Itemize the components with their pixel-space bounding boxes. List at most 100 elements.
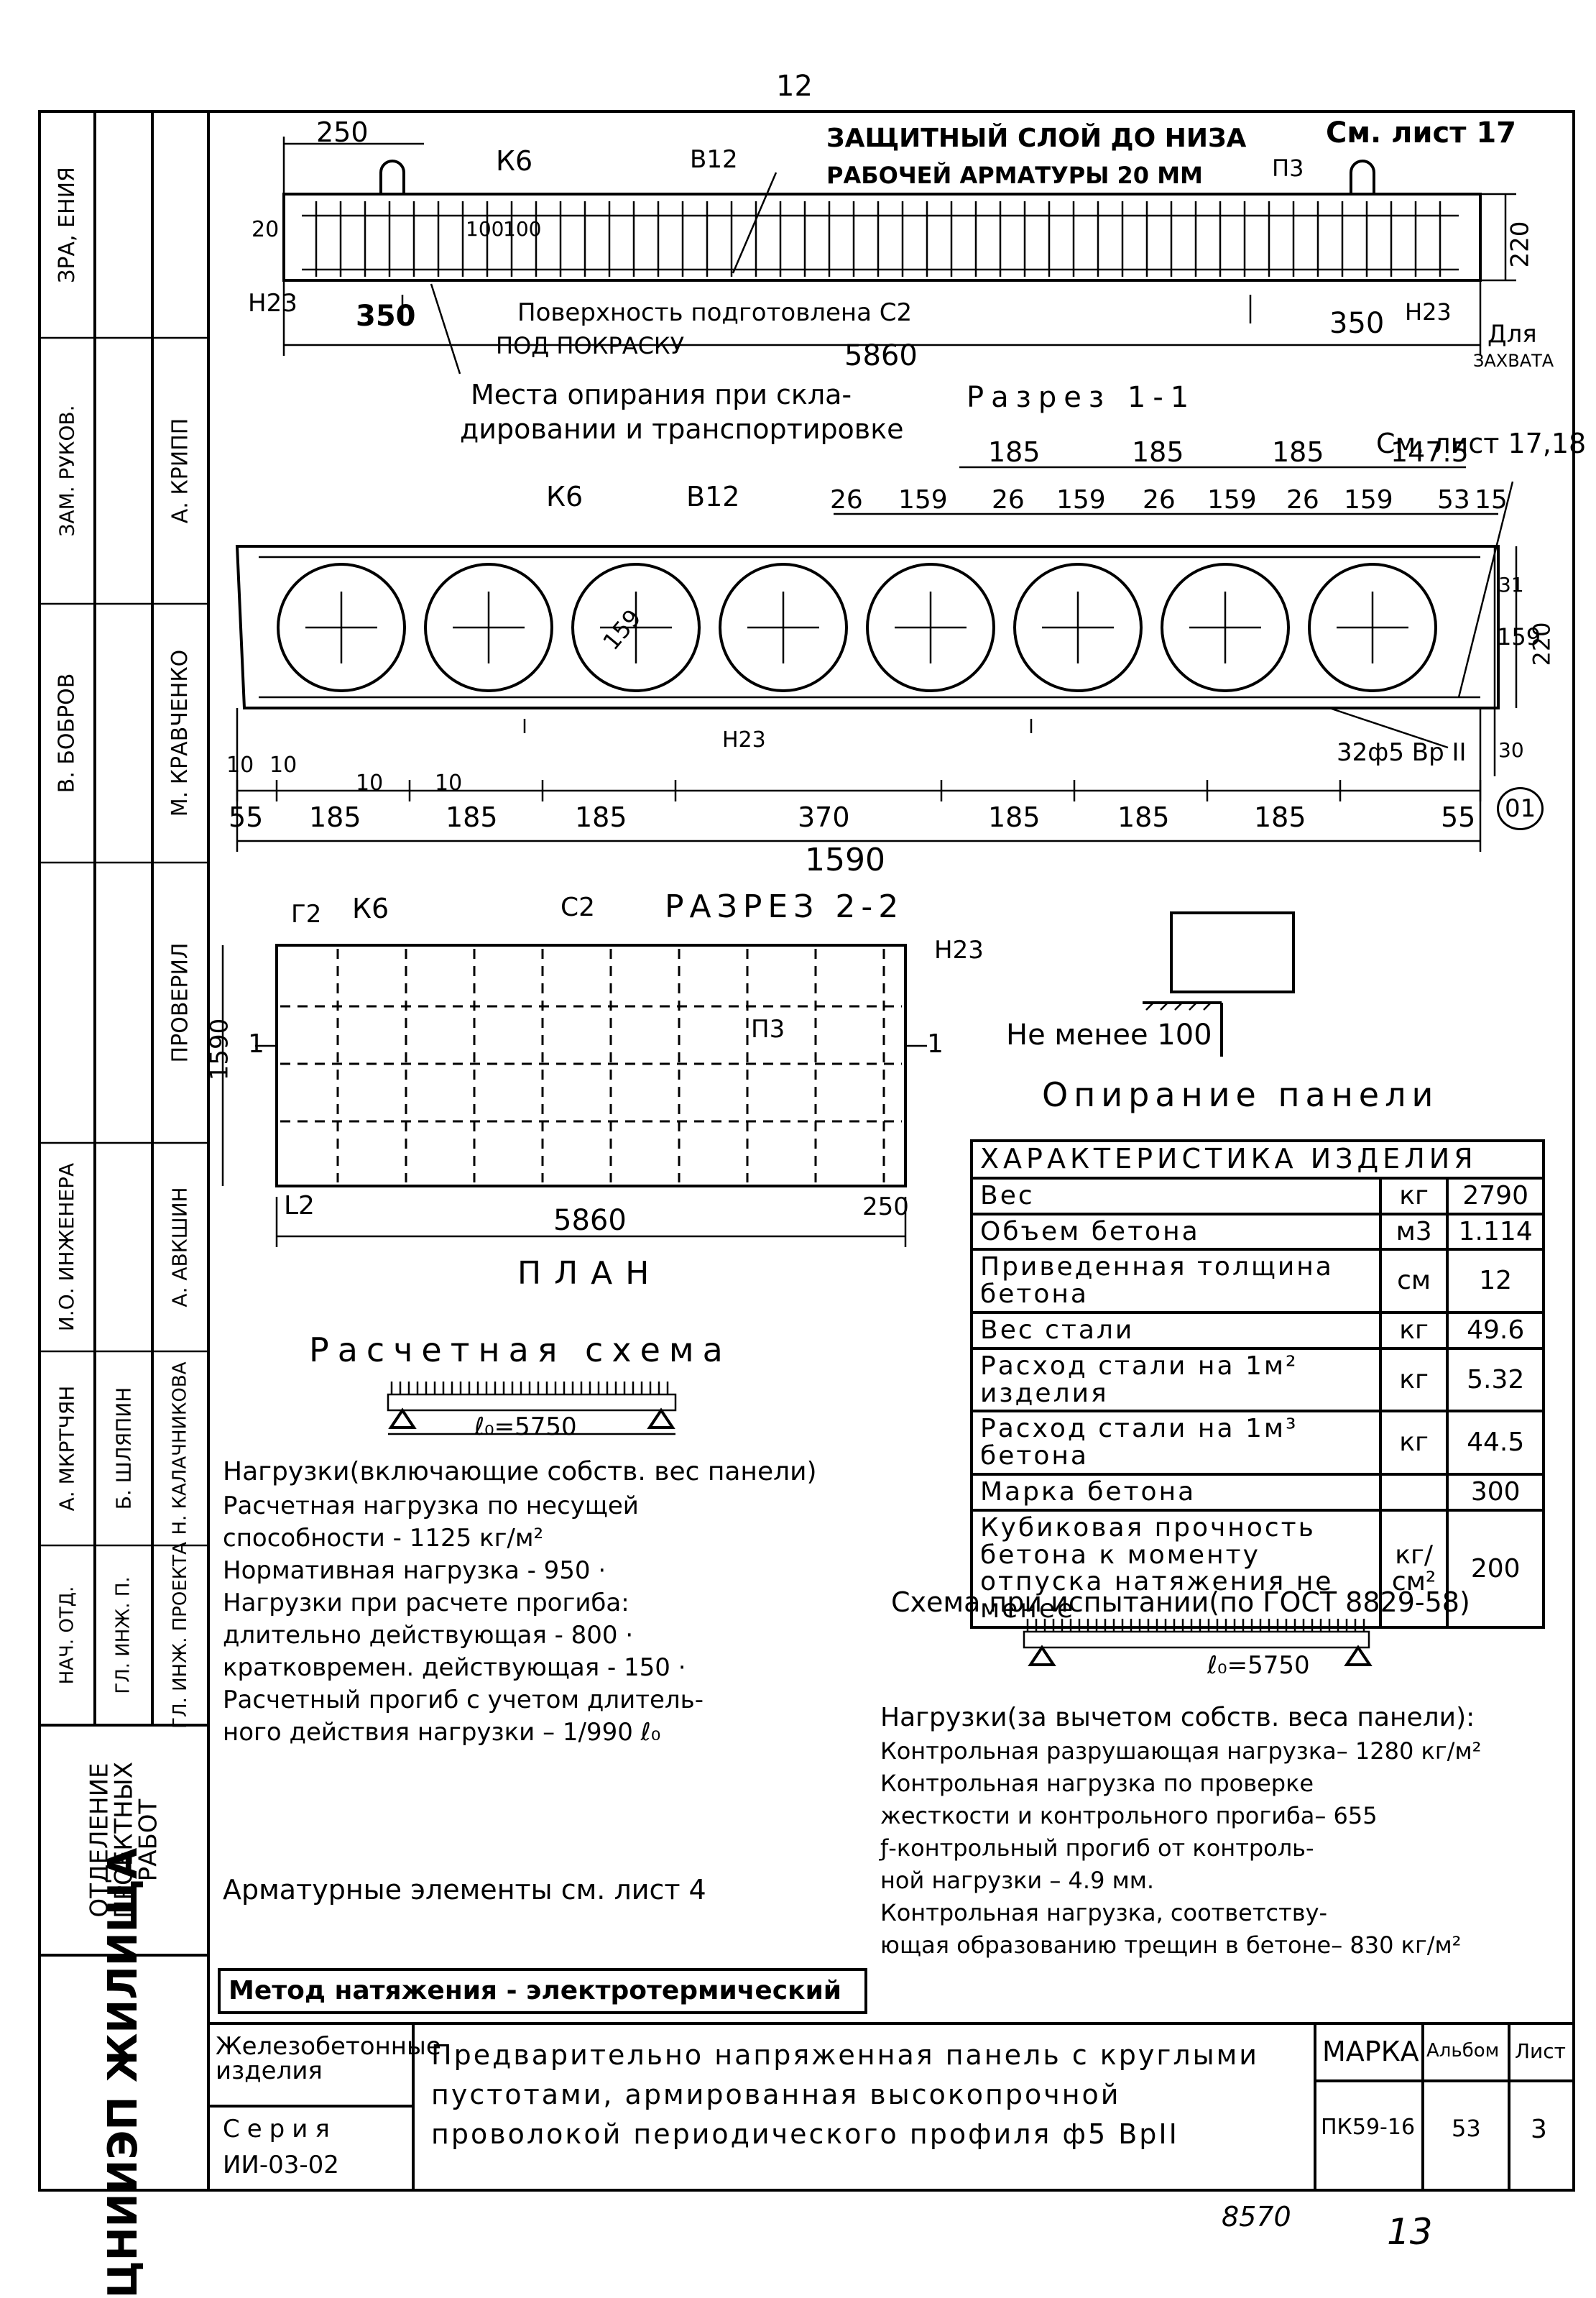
characteristic-name: Кубиковая прочность бетона к моменту отп…: [970, 1508, 1382, 1630]
page-number-top: 12: [776, 70, 813, 103]
bottom-dim: 370: [798, 801, 850, 833]
characteristic-unit: кг: [1378, 1410, 1449, 1476]
dim-220-top: 220: [1505, 221, 1534, 268]
calc-line: ного действия нагрузки – 1/990 ℓ₀: [223, 1718, 661, 1747]
characteristic-name: Приведенная толщина бетона: [970, 1248, 1382, 1315]
characteristic-name: Объем бетона: [970, 1212, 1382, 1251]
mark-01: 01: [1497, 787, 1544, 830]
supports-note: Места опирания при скла-: [471, 379, 852, 410]
left-dim: 10: [356, 771, 384, 796]
dim-20: 20: [252, 217, 280, 242]
dim-250: 250: [316, 116, 369, 148]
plan-250: 250: [862, 1192, 909, 1221]
surface-note-2: ПОД ПОКРАСКУ: [496, 332, 685, 359]
test-line: ƒ-контрольный прогиб от контроль-: [880, 1834, 1314, 1862]
tb-sheet-header: Лист: [1515, 2039, 1566, 2063]
archive-number: 8570: [1222, 2201, 1291, 2233]
tb-description-line: проволокой периодического профиля ф5 ВрI…: [431, 2118, 1179, 2150]
characteristic-name: Вес стали: [970, 1311, 1382, 1350]
characteristic-name: Вес: [970, 1176, 1382, 1215]
dim-350-right: 350: [1329, 307, 1385, 340]
characteristic-name: Расход стали на 1м³ бетона: [970, 1410, 1382, 1476]
grip-note: Для: [1487, 320, 1537, 349]
side-role: ПРОВЕРИЛ: [167, 942, 193, 1063]
calc-scheme-title: Расчетная схема: [309, 1330, 732, 1369]
test-line: Контрольная разрушающая нагрузка– 1280 к…: [880, 1737, 1482, 1765]
tb-series-label: Серия: [223, 2115, 337, 2143]
bottom-dim: 185: [1254, 801, 1306, 833]
bottom-dim: 185: [1117, 801, 1170, 833]
left-dim: 10: [226, 753, 254, 778]
side-name: А. МКРТЧЯН: [55, 1385, 79, 1512]
plan-l2: L2: [284, 1191, 315, 1221]
plan-p3: П3: [751, 1015, 785, 1044]
side-role: И.О. ИНЖЕНЕРА: [55, 1162, 79, 1332]
bars-note: 32ф5 Вр II: [1337, 738, 1467, 767]
right-dim: 159: [1497, 623, 1541, 651]
top-dim-2: 159: [1344, 485, 1393, 515]
see-sheet-17: См. лист 17: [1326, 116, 1516, 150]
top-dim-2: 26: [1143, 485, 1176, 515]
length-5860-top: 5860: [844, 339, 918, 372]
calc-line: способности - 1125 кг/м²: [223, 1524, 544, 1553]
top-dim: 185: [988, 436, 1041, 468]
label-p3: П3: [1272, 155, 1304, 182]
dim-100a: 100: [466, 217, 504, 241]
right-dim: 31: [1498, 573, 1524, 597]
characteristic-row: Кубиковая прочность бетона к моменту отп…: [970, 1508, 1545, 1630]
dim-350-left: 350: [356, 300, 416, 333]
supports-note-2: дировании и транспортировке: [460, 413, 904, 445]
section-1-1-title: Разрез 1-1: [967, 381, 1196, 414]
grip-note-2: ЗАХВАТА: [1473, 351, 1554, 371]
bottom-dim: 185: [309, 801, 361, 833]
tb-description-line: пустотами, армированная высокопрочной: [431, 2079, 1121, 2110]
side-role: ЗАМ. РУКОВ.: [55, 405, 79, 537]
characteristic-value: 200: [1446, 1508, 1545, 1630]
bottom-dim: 185: [575, 801, 627, 833]
test-line: Контрольная нагрузка по проверке: [880, 1770, 1314, 1797]
side-name: В. БОБРОВ: [54, 673, 80, 794]
tensioning-method: Метод натяжения - электротермический: [229, 1976, 842, 2005]
test-line: ной нагрузки – 4.9 мм.: [880, 1867, 1155, 1894]
side-name: Н. КАЛАЧНИКОВА: [170, 1361, 192, 1535]
reinforcement-note: Арматурные элементы см. лист 4: [223, 1874, 706, 1906]
top-dim-2: 26: [992, 485, 1025, 515]
total-1590: 1590: [805, 842, 885, 878]
label-h23-left: Н23: [248, 289, 297, 318]
plan-label: ПЛАН: [517, 1255, 663, 1292]
cover-note: ЗАЩИТНЫЙ СЛОЙ ДО НИЗА: [826, 124, 1247, 153]
label-b12: В12: [690, 145, 738, 174]
characteristic-value: 12: [1446, 1248, 1545, 1315]
top-dim: 185: [1272, 436, 1324, 468]
characteristic-value: 49.6: [1446, 1311, 1545, 1350]
calc-line: Нормативная нагрузка - 950 ·: [223, 1556, 606, 1585]
plan-g2: Г2: [291, 900, 322, 929]
sec11-h23: Н23: [722, 727, 766, 753]
calc-line: Нагрузки при расчете прогиба:: [223, 1589, 629, 1617]
side-role: НАЧ. ОТД.: [56, 1586, 78, 1685]
top-dim-2: 159: [1056, 485, 1106, 515]
side-name: М. КРАВЧЕНКО: [167, 649, 193, 817]
calc-span: ℓ₀=5750: [474, 1412, 577, 1441]
characteristic-unit: см: [1378, 1248, 1449, 1315]
characteristic-value: 300: [1446, 1473, 1545, 1512]
label-h23-right: Н23: [1405, 298, 1452, 326]
side-role: ЗРА, ЕНИЯ: [54, 166, 80, 283]
characteristic-unit: м3: [1378, 1212, 1449, 1251]
bottom-dim: 185: [446, 801, 498, 833]
plan-k6: К6: [352, 893, 389, 924]
plan-c2: С2: [561, 893, 596, 922]
void-circle: [1013, 563, 1143, 692]
tb-album-header: Альбом: [1426, 2040, 1500, 2062]
top-dim-2: 26: [1286, 485, 1319, 515]
top-dim: 185: [1132, 436, 1184, 468]
tb-album: 53: [1452, 2115, 1481, 2142]
void-circle: [866, 563, 995, 692]
characteristic-unit: кг/см²: [1378, 1508, 1449, 1630]
void-circle: [424, 563, 553, 692]
